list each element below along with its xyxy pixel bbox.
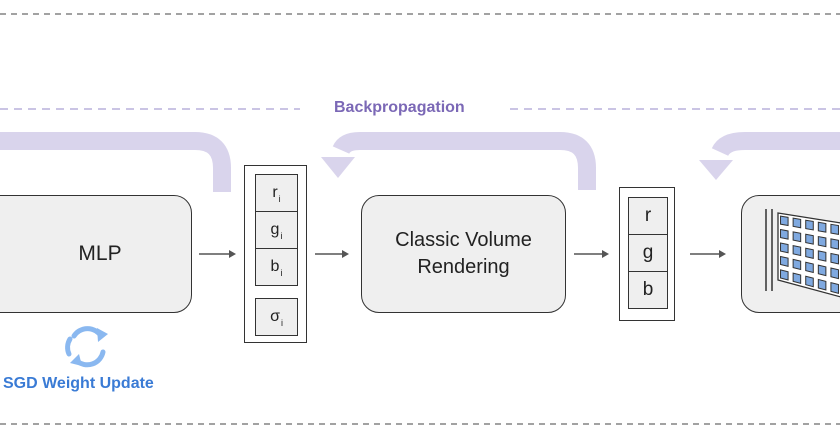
pixel-cell-b: b xyxy=(628,271,668,309)
forward-arrow-2 xyxy=(315,250,349,258)
image-pixel-cell xyxy=(780,228,789,240)
forward-arrow-1 xyxy=(199,250,236,258)
image-pixel-cell xyxy=(792,217,802,229)
mlp-box: MLP xyxy=(0,195,192,313)
backprop-arrowhead-3 xyxy=(699,160,733,180)
volume-rendering-line2: Rendering xyxy=(417,256,510,278)
image-pixel-cell xyxy=(817,221,827,233)
pixel-output-stack: r g b xyxy=(619,187,675,321)
image-pixel-cell xyxy=(792,258,802,271)
forward-arrow-4 xyxy=(690,250,726,258)
backprop-band-1 xyxy=(0,132,231,192)
image-pixel-cell xyxy=(817,250,827,262)
image-pixel-cell xyxy=(805,233,814,245)
image-pixel-cell xyxy=(780,242,789,254)
refresh-cycle-arrowheads xyxy=(70,328,108,366)
image-pixel-cell xyxy=(792,231,802,243)
image-pixel-cell xyxy=(830,252,839,265)
subscript: i xyxy=(278,194,281,204)
image-pixel-cell xyxy=(780,215,789,227)
mlp-label: MLP xyxy=(78,242,122,265)
subscript: i xyxy=(280,318,283,328)
symbol-r: r xyxy=(272,184,278,201)
image-pixel-cell xyxy=(805,261,814,274)
forward-arrow-3 xyxy=(574,250,609,258)
image-pixel-cell xyxy=(792,272,802,284)
pixel-cell-g: g xyxy=(628,234,668,272)
image-pixel-cell xyxy=(780,255,789,268)
image-pixel-cell xyxy=(830,223,839,235)
subscript: i xyxy=(280,268,283,278)
backprop-band-3 xyxy=(711,132,840,157)
image-pixel-cell xyxy=(805,247,814,259)
symbol-b: b xyxy=(270,258,280,275)
symbol-r: r xyxy=(644,205,652,226)
image-pixel-cell xyxy=(830,238,839,250)
backprop-arrowhead-2 xyxy=(321,157,355,178)
image-pixel-cell xyxy=(830,281,839,295)
image-pixel-cell xyxy=(792,245,802,257)
image-pixel-cell xyxy=(817,278,827,291)
subscript: i xyxy=(280,231,283,241)
pixel-cell-r: r xyxy=(628,197,668,235)
image-pixel-cell xyxy=(780,269,789,281)
symbol-g: g xyxy=(642,242,654,263)
image-pixel-cell xyxy=(817,264,827,277)
symbol-b: b xyxy=(642,279,654,300)
image-pixel-cell xyxy=(805,219,814,231)
image-output-box xyxy=(741,195,840,313)
volume-rendering-line1: Classic Volume xyxy=(395,229,532,251)
image-pixel-cell xyxy=(805,275,814,288)
backpropagation-label: Backpropagation xyxy=(334,99,465,116)
image-grid-pixels xyxy=(780,215,839,295)
volume-rendering-box: Classic Volume Rendering xyxy=(361,195,566,313)
symbol-sigma: σ xyxy=(270,308,280,325)
sgd-weight-update-label: SGD Weight Update xyxy=(3,375,154,392)
backprop-band-2 xyxy=(332,132,596,190)
image-pixel-cell xyxy=(830,267,839,280)
image-pixel-cell xyxy=(817,235,827,248)
symbol-g: g xyxy=(270,221,280,238)
